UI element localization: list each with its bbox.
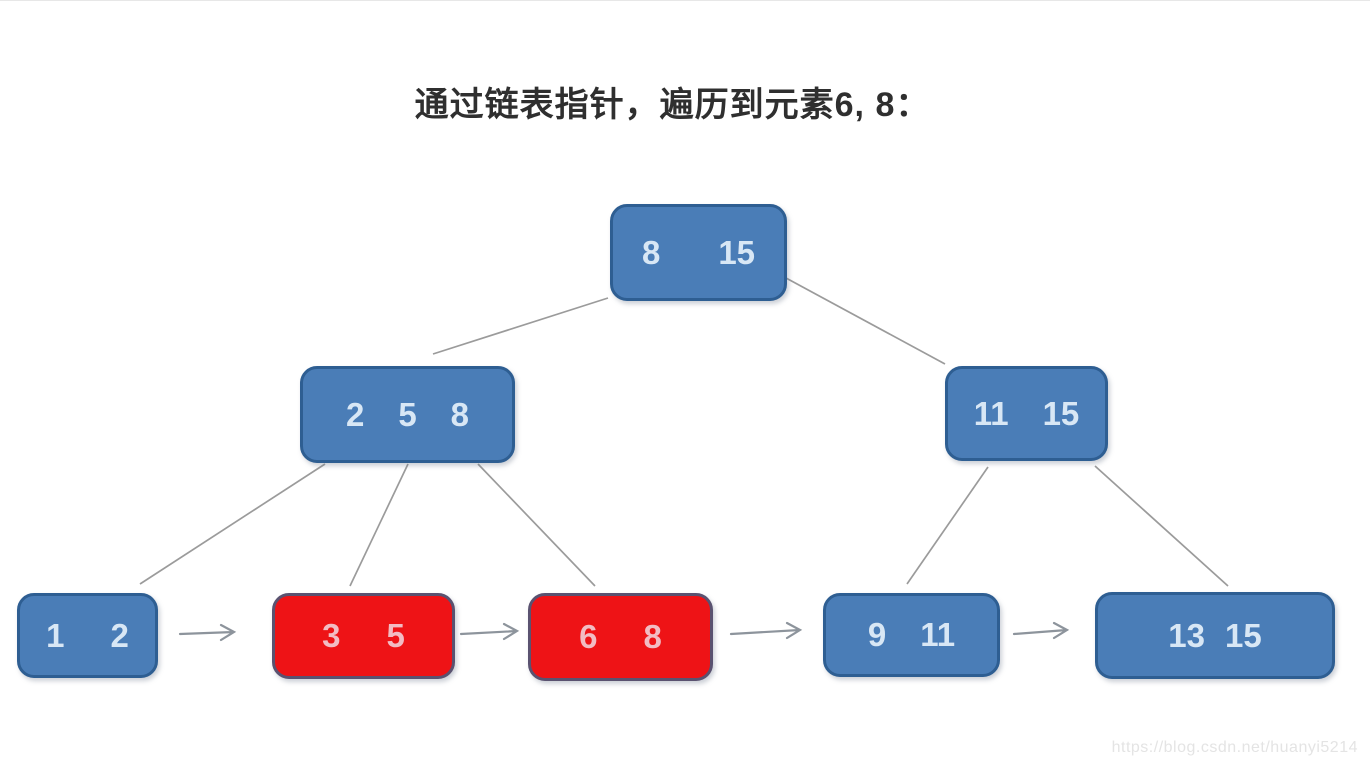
edge-left-internal-to-leaf2 [349,463,409,587]
leaf-node-1-2: 1 2 [17,593,158,678]
edge-root-to-right-internal [785,277,946,365]
edge-right-internal-to-leaf5 [1094,465,1229,587]
leaf-link-arrow-3 [729,621,803,640]
node-key: 8 [450,395,470,433]
node-key: 9 [867,616,887,653]
leaf-link-arrow-4 [1012,621,1070,640]
node-key: 15 [718,233,756,271]
node-key: 2 [110,616,129,654]
watermark: https://blog.csdn.net/huanyi5214 [1111,739,1358,756]
node-key: 11 [973,394,1009,432]
node-key: 2 [345,395,365,433]
node-key: 15 [1042,394,1080,432]
leaf-link-arrow-1 [178,623,237,642]
edge-right-internal-to-leaf4 [906,466,989,585]
edge-left-internal-to-leaf1 [139,463,326,585]
node-key: 5 [398,395,417,433]
leaf-node-9-11: 9 11 [823,593,1000,677]
node-key: 5 [386,617,405,654]
tree-node-root: 8 15 [610,204,787,301]
node-key: 8 [643,618,662,655]
node-key: 3 [322,617,341,654]
edge-root-to-left-internal [432,297,609,355]
node-key: 13 [1168,616,1205,654]
leaf-node-13-15: 13 15 [1095,592,1335,679]
tree-node-internal-left: 2 5 8 [300,366,515,463]
leaf-node-6-8-highlighted: 6 8 [528,593,713,681]
node-key: 15 [1225,616,1262,654]
node-key: 6 [579,618,598,655]
leaf-node-3-5-highlighted: 3 5 [272,593,455,679]
node-key: 8 [641,233,661,271]
edge-left-internal-to-leaf3 [477,463,596,587]
tree-node-internal-right: 11 15 [945,366,1108,461]
page-title: 通过链表指针，遍历到元素6, 8： [414,86,931,124]
node-key: 11 [920,616,956,653]
leaf-link-arrow-2 [459,622,520,641]
node-key: 1 [46,616,65,654]
